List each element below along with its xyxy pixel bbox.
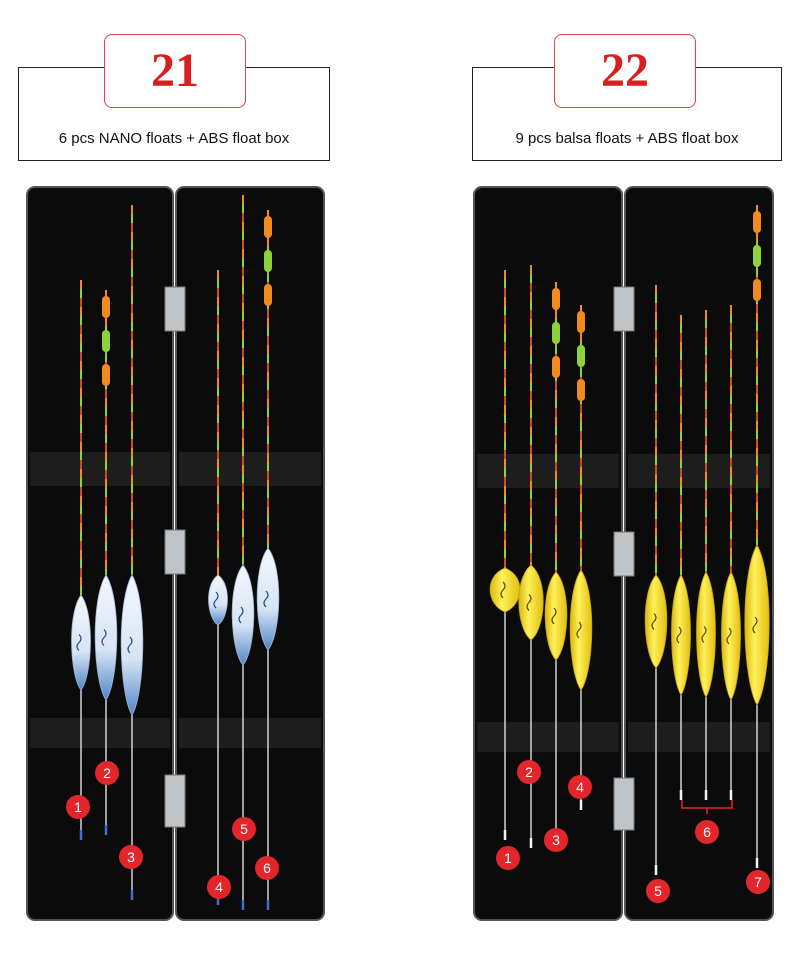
- marker-bracket: [681, 800, 733, 814]
- balsa-float: [544, 282, 568, 848]
- number-marker: 2: [517, 760, 541, 784]
- balsa-float: [644, 285, 668, 875]
- float-box-22: [473, 186, 774, 921]
- number-marker: 3: [544, 828, 568, 852]
- marker-label: 5: [654, 883, 662, 899]
- number-marker: 5: [232, 817, 256, 841]
- marker-label: 1: [504, 850, 512, 866]
- marker-label: 4: [215, 879, 223, 895]
- marker-label: 5: [240, 821, 248, 837]
- balsa-float: [721, 305, 741, 800]
- number-marker: 6: [695, 820, 719, 844]
- marker-label: 6: [703, 824, 711, 840]
- marker-label: 2: [103, 765, 111, 781]
- balsa-float: [489, 270, 521, 840]
- number-marker: 4: [568, 775, 592, 799]
- product-22-caption: 9 pcs balsa floats + ABS float box: [515, 130, 739, 147]
- number-marker: 4: [207, 875, 231, 899]
- number-marker: 6: [255, 856, 279, 880]
- marker-label: 2: [525, 764, 533, 780]
- marker-label: 6: [263, 860, 271, 876]
- float-box-21: [26, 186, 325, 921]
- marker-label: 7: [754, 874, 762, 890]
- nano-float: [231, 195, 255, 910]
- marker-label: 4: [576, 779, 584, 795]
- balsa-float: [569, 305, 593, 810]
- number-marker: 1: [66, 795, 90, 819]
- product-22-number: 22: [554, 34, 696, 108]
- product-21-header: 21 6 pcs NANO floats + ABS float box: [18, 34, 330, 161]
- balsa-float: [518, 265, 544, 848]
- nano-float: [208, 270, 228, 905]
- marker-label: 1: [74, 799, 82, 815]
- balsa-float: [696, 310, 716, 800]
- marker-label: 3: [552, 832, 560, 848]
- product-21-number: 21: [104, 34, 246, 108]
- number-marker: 5: [646, 879, 670, 903]
- number-marker: 1: [496, 846, 520, 870]
- product-22-header: 22 9 pcs balsa floats + ABS float box: [472, 34, 782, 161]
- number-marker: 2: [95, 761, 119, 785]
- balsa-float: [744, 205, 770, 868]
- product-21-caption: 6 pcs NANO floats + ABS float box: [58, 130, 290, 147]
- nano-float: [71, 280, 91, 840]
- number-marker: 3: [119, 845, 143, 869]
- number-marker: 7: [746, 870, 770, 894]
- balsa-float: [671, 315, 691, 800]
- nano-float: [120, 205, 144, 900]
- marker-label: 3: [127, 849, 135, 865]
